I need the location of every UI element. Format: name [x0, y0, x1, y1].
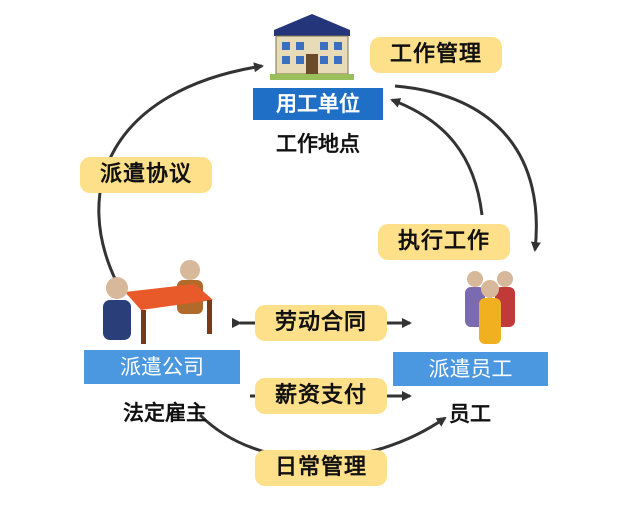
dispatch-agreement-label: 派遣协议: [80, 157, 212, 193]
people-group-icon: [465, 271, 515, 344]
office-meeting-icon: [103, 260, 213, 344]
salary-payment-label: 薪资支付: [255, 378, 387, 414]
worker-label: 派遣员工: [393, 352, 548, 386]
perform-work-label: 执行工作: [378, 224, 510, 260]
daily-management-label: 日常管理: [255, 450, 387, 486]
employer-label: 用工单位: [253, 88, 383, 120]
agency-label: 派遣公司: [84, 350, 240, 384]
building-icon: [270, 14, 354, 80]
worker-subtitle: 员工: [449, 402, 491, 426]
work-management-label: 工作管理: [370, 37, 502, 73]
dispatch-agreement-arrow: [97, 62, 264, 286]
labor-contract-label: 劳动合同: [255, 305, 387, 341]
employer-subtitle: 工作地点: [276, 132, 360, 156]
agency-subtitle: 法定雇主: [123, 401, 207, 425]
perform-work-arrow: [390, 98, 484, 216]
work-management-arrow: [394, 84, 541, 252]
